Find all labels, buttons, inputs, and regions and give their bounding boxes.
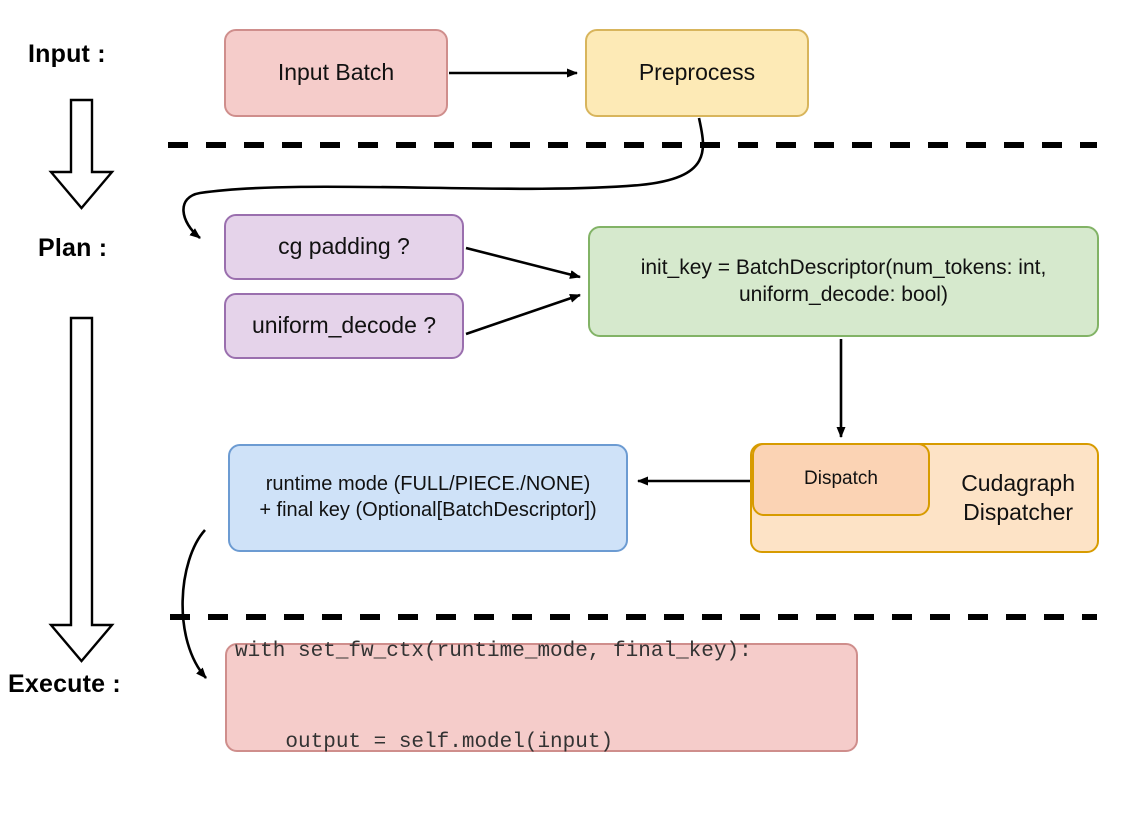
node-execute-code-line1: with set_fw_ctx(runtime_mode, final_key)…: [235, 639, 752, 663]
diagram-canvas: Input : Plan : Execute : Input Batch Pre…: [8, 29, 1099, 754]
node-init-key-line1: init_key = BatchDescriptor(num_tokens: i…: [640, 255, 1047, 279]
node-preprocess[interactable]: Preprocess: [585, 29, 809, 117]
node-cudagraph-dispatcher-line2: Dispatcher: [963, 499, 1074, 525]
node-input-batch[interactable]: Input Batch: [224, 29, 448, 117]
node-init-key[interactable]: init_key = BatchDescriptor(num_tokens: i…: [588, 226, 1099, 337]
stage-label-execute: Execute :: [8, 670, 121, 698]
edge-uniform-decode-to-init-key: [465, 293, 581, 336]
plan-to-execute-arrow: [48, 316, 115, 663]
node-runtime-mode-line1: runtime mode (FULL/PIECE./NONE): [265, 473, 591, 496]
node-runtime-mode[interactable]: runtime mode (FULL/PIECE./NONE) + final …: [228, 444, 628, 552]
node-dispatch[interactable]: Dispatch: [752, 443, 930, 516]
stage-label-plan: Plan :: [38, 234, 108, 262]
node-cudagraph-dispatcher-line1: Cudagraph: [961, 469, 1075, 496]
node-init-key-line2: uniform_decode: bool): [739, 282, 948, 306]
edge-cg-padding-to-init-key: [465, 246, 581, 279]
stage-label-input: Input :: [28, 40, 106, 68]
edge-runtime-mode-to-code: [181, 529, 207, 679]
node-cg-padding[interactable]: cg padding ?: [224, 214, 464, 280]
input-to-plan-arrow: [48, 98, 115, 210]
node-execute-code[interactable]: with set_fw_ctx(runtime_mode, final_key)…: [225, 640, 858, 754]
node-runtime-mode-line2: + final key (Optional[BatchDescriptor]): [259, 499, 597, 521]
node-execute-code-line2: output = self.model(input): [235, 730, 614, 754]
node-uniform-decode[interactable]: uniform_decode ?: [224, 293, 464, 359]
